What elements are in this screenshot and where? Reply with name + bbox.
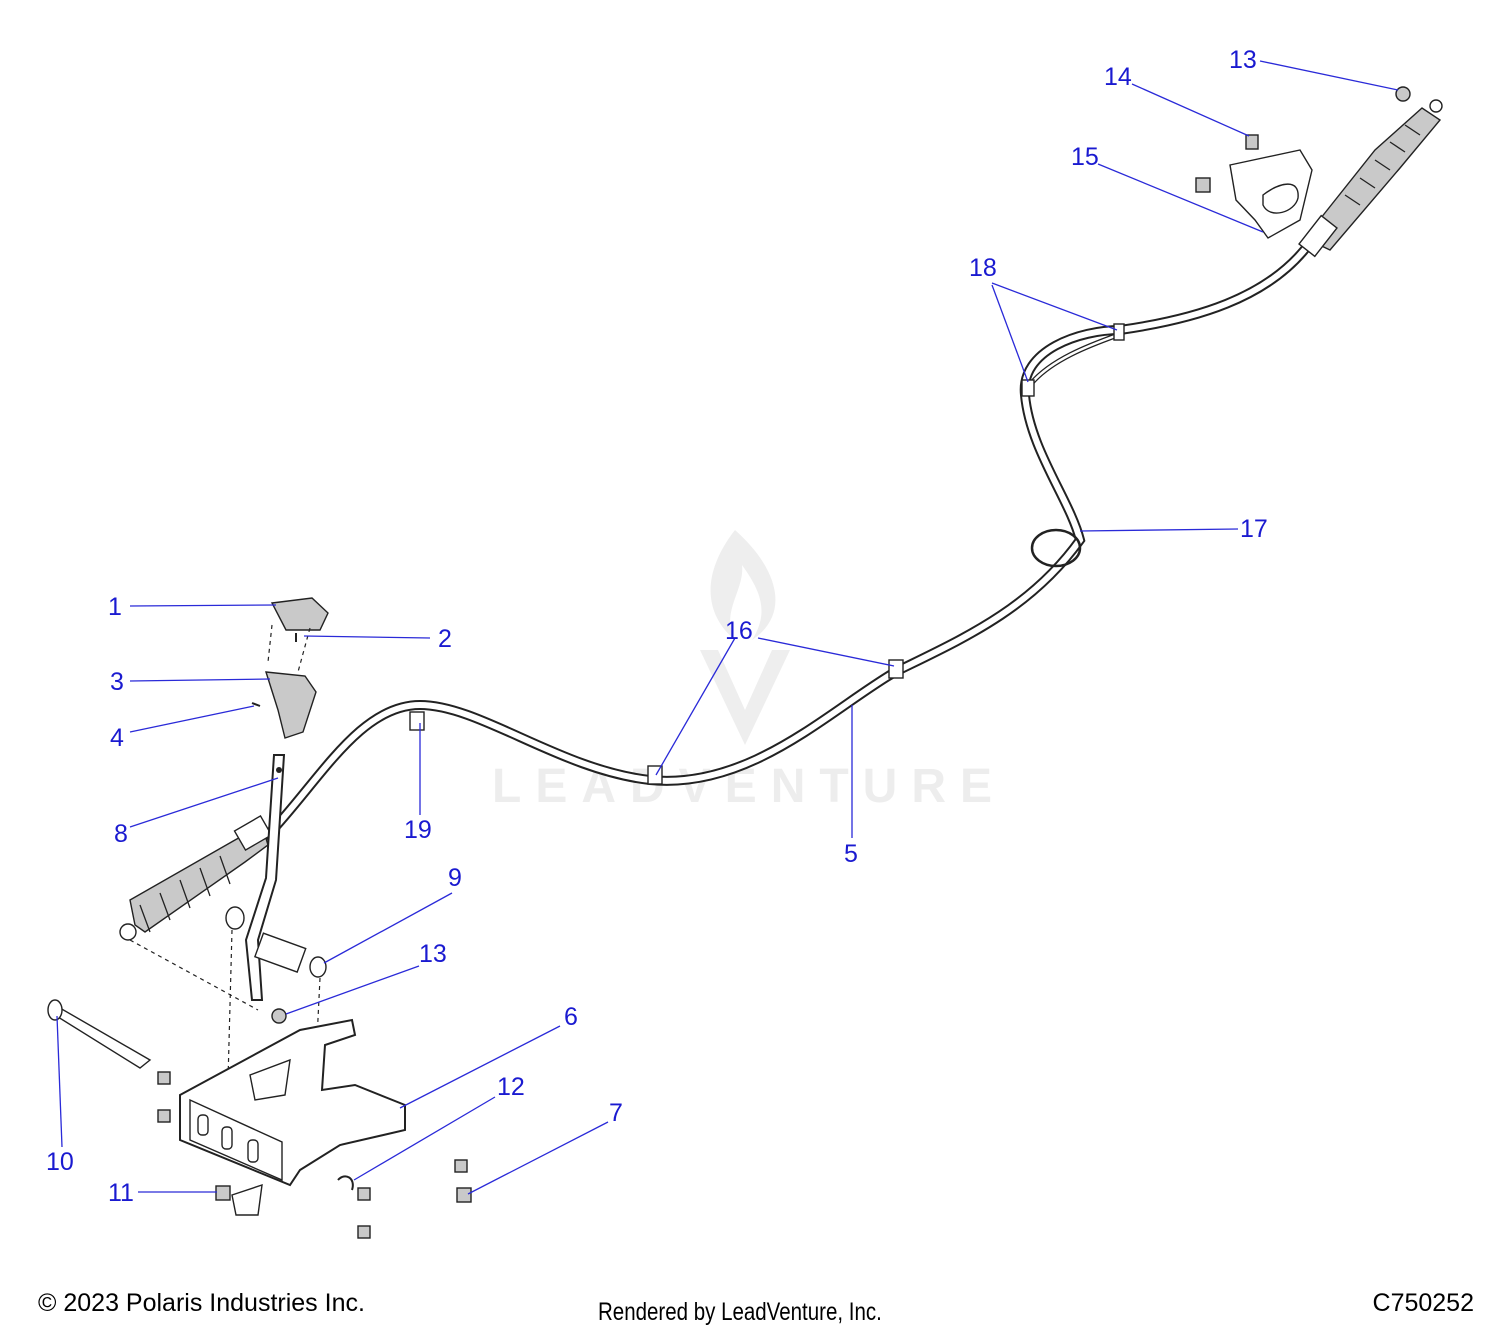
callout-16: 16: [725, 617, 753, 645]
callout-13-lower: 13: [419, 940, 447, 968]
callout-2: 2: [438, 625, 452, 653]
nut-13-lower: [271, 1008, 287, 1024]
cable-clips: [409, 323, 1125, 785]
callout-11: 11: [108, 1179, 134, 1207]
cable-boot-lower: [119, 815, 273, 941]
knob-body: [265, 671, 317, 739]
clip-18a: [1113, 323, 1125, 341]
callout-18: 18: [969, 254, 997, 282]
callout-5: 5: [844, 840, 858, 868]
copyright-text: © 2023 Polaris Industries Inc.: [38, 1289, 365, 1317]
shift-lever: [129, 754, 327, 1081]
callout-7: 7: [609, 1099, 623, 1127]
watermark-flame-icon: [710, 530, 776, 640]
shift-knob: [251, 597, 329, 739]
watermark: LEADVENTURE: [492, 530, 992, 813]
leader-lines: [56, 60, 1399, 1195]
rendered-by-text: Rendered by LeadVenture, Inc.: [598, 1298, 882, 1326]
callout-12: 12: [497, 1073, 525, 1101]
clip-12: [337, 1175, 354, 1191]
callout-10: 10: [46, 1148, 74, 1176]
clip-18b: [1021, 379, 1035, 397]
mount-bracket: [179, 1018, 406, 1216]
bolt-7a: [454, 1159, 468, 1173]
bolt-11: [215, 1185, 231, 1201]
shift-cable: [263, 235, 1317, 840]
bolt-14a: [1245, 134, 1259, 150]
callout-17: 17: [1240, 515, 1268, 543]
pivot-bolt: [47, 999, 472, 1239]
cable-bracket: [1195, 86, 1411, 239]
bolt-7b: [456, 1187, 472, 1203]
watermark-v-icon: [700, 650, 790, 745]
cable-boot-upper: [1298, 99, 1443, 258]
nut-13-upper: [1395, 86, 1411, 102]
bushing-9: [309, 956, 327, 978]
callout-4: 4: [110, 724, 124, 752]
callout-19: 19: [404, 816, 432, 844]
callout-9: 9: [448, 864, 462, 892]
callout-15: 15: [1071, 143, 1099, 171]
diagram-code: C750252: [1372, 1289, 1474, 1317]
knob-cap: [270, 597, 329, 631]
callout-3: 3: [110, 668, 124, 696]
callout-6: 6: [564, 1003, 578, 1031]
callout-13-upper: 13: [1229, 46, 1257, 74]
callout-1: 1: [108, 593, 122, 621]
callout-14: 14: [1104, 63, 1132, 91]
clip-19: [409, 711, 425, 731]
callout-8: 8: [114, 820, 128, 848]
bolt-14b: [1195, 177, 1211, 193]
callouts: 1 2 3 4 5 6 7 8 9 10 11 12 13 13 14 15 1…: [46, 46, 1268, 1207]
clip-16b: [888, 659, 904, 679]
